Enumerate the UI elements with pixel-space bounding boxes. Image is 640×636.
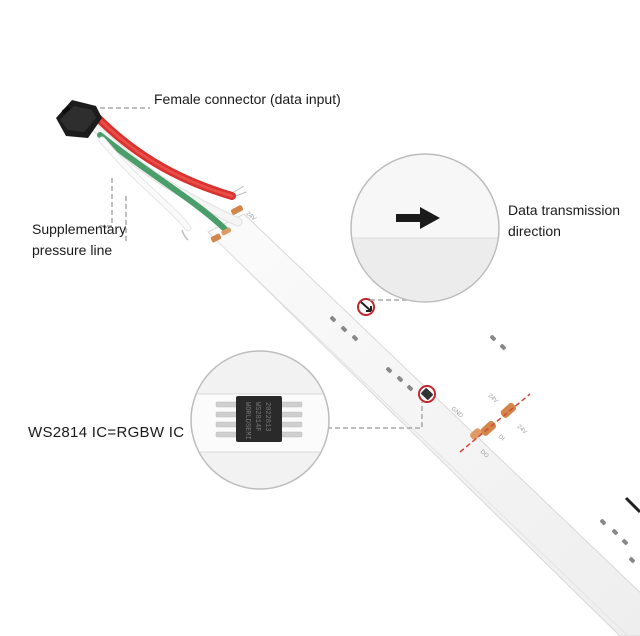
data-direction-label-1: Data transmission [508,202,621,218]
strip-mark-do: DO [479,449,490,460]
strip-mark-24v-c: 24V [516,424,528,436]
arrow-right-icon [396,207,440,229]
wires [91,114,247,241]
solder-pads-start: 24V [210,205,257,243]
zoom-circle-chip: WORLDSEMI WS2814F 2022813 [190,350,330,490]
led-strip [207,213,640,636]
direction-marker-2 [418,385,436,403]
chip-mark-2: WS2814F [253,402,261,431]
pressure-line-label-2: pressure line [32,242,113,258]
chip-mark-3: 2022813 [263,402,271,431]
chip-icon: WORLDSEMI WS2814F 2022813 [236,396,282,442]
connector-label: Female connector (data input) [154,91,341,107]
strip-mark-24v-b: 24V [487,393,499,405]
arrow-right-icon-edge [624,496,640,514]
chip-pins [215,401,303,438]
zoom-circle-direction [350,153,500,303]
connector-icon [56,100,102,138]
strip-mark-24v-a: 24V [245,211,257,222]
scissors-cut-mark [459,393,531,453]
direction-marker-1 [357,298,375,316]
chip-mark-1: WORLDSEMI [243,402,251,440]
data-direction-label-2: direction [508,223,561,239]
ic-label: WS2814 IC=RGBW IC [28,424,185,441]
strip-mark-di: DI [497,434,506,443]
strip-components [329,315,636,564]
pressure-line-label-1: Supplementary [32,221,127,237]
